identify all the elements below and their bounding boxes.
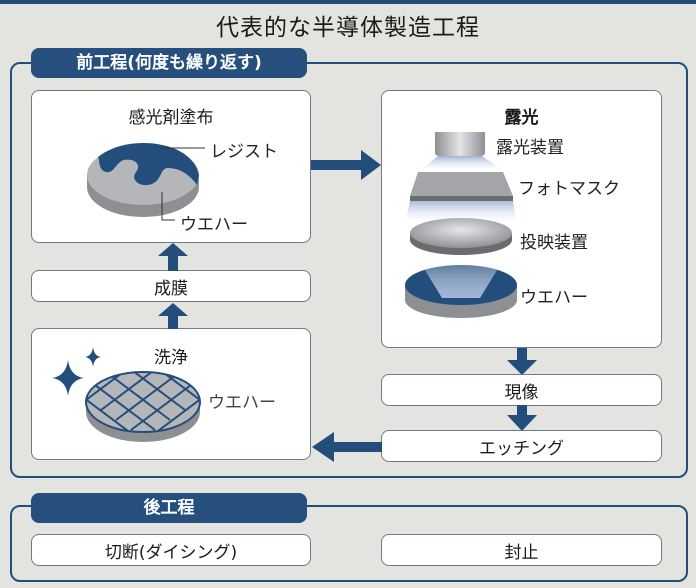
- step-title: 現像: [504, 382, 539, 403]
- step-title: 切断(ダイシング): [104, 542, 238, 563]
- step-etching: エッチング: [381, 430, 662, 462]
- front-process-group: [10, 62, 688, 478]
- photomask-icon: [410, 172, 513, 201]
- light-beam-upper: [418, 156, 505, 172]
- back-process-label: 後工程: [31, 493, 307, 523]
- patterned-wafer-icon: [85, 371, 201, 442]
- resist-label: レジスト: [210, 142, 278, 162]
- exposure-wafer-label: ウエハー: [520, 288, 588, 308]
- front-process-label: 前工程(何度も繰り返す): [31, 48, 307, 78]
- step-dicing: 切断(ダイシング): [31, 534, 311, 566]
- step-title: エッチング: [479, 438, 564, 459]
- arrow-up-icon: [158, 303, 188, 329]
- sparkle-icon: [52, 347, 101, 396]
- step-title: 感光剤塗布: [128, 108, 214, 128]
- arrow-up-icon: [158, 243, 188, 271]
- arrow-down-icon: [507, 348, 537, 375]
- projection-lens-icon: [410, 218, 512, 255]
- back-process-group: [10, 505, 688, 582]
- wafer-leader-line: [161, 192, 175, 221]
- step-title: 封止: [504, 542, 539, 563]
- wafer-label: ウエハー: [180, 215, 248, 235]
- light-beam-lower: [420, 262, 502, 298]
- light-beam-middle: [405, 201, 517, 225]
- step-sealing: 封止: [381, 534, 662, 566]
- wafer-icon: [87, 143, 199, 217]
- step-film-deposition: 成膜: [31, 270, 311, 302]
- arrow-down-icon: [507, 405, 537, 431]
- step-title: 露光: [504, 108, 539, 128]
- page-title: 代表的な半導体製造工程: [216, 15, 480, 41]
- cleaning-wafer-label: ウエハー: [208, 393, 276, 413]
- arrow-right-icon: [311, 150, 381, 180]
- photomask-label: フォトマスク: [518, 179, 620, 199]
- step-title: 成膜: [154, 278, 188, 299]
- arrow-left-icon: [312, 432, 382, 462]
- exposure-device-icon: [435, 132, 485, 156]
- exposure-device-label: 露光装置: [496, 138, 564, 158]
- projection-device-label: 投映装置: [520, 233, 588, 253]
- step-title: 洗浄: [154, 348, 188, 368]
- resist-layer: [98, 143, 199, 186]
- top-accent-bar: [0, 0, 696, 4]
